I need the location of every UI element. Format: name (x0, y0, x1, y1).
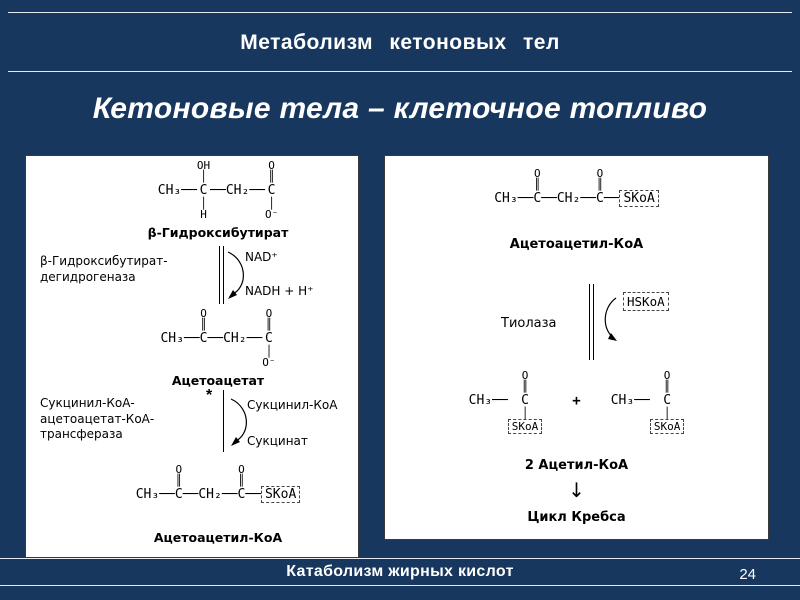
krebs-cycle-label: Цикл Кребса (527, 510, 626, 525)
enzyme-label: β-Гидроксибутират- дегидрогеназа (40, 254, 168, 285)
formula-group: O║C (199, 307, 208, 346)
formula-group: ── (246, 330, 263, 346)
formula-group: SKoA (619, 166, 659, 231)
reaction-dehydrogenase: β-Гидроксибутират- дегидрогеназа NAD⁺ NA… (26, 244, 358, 306)
structure-beta-hydroxybutyrate: CH₃──OH│C│H──CH₂──O║C│O⁻ β-Гидроксибутир… (52, 158, 384, 240)
cofactor-in: Сукцинил-КоА (247, 398, 338, 412)
footer-band: Катаболизм жирных кислот (0, 558, 800, 586)
footnote-star: * (206, 387, 213, 404)
formula-group: ── (210, 182, 226, 198)
cofactor-in: NAD⁺ (245, 250, 278, 264)
formula-group: O║C│O⁻ (262, 307, 276, 369)
reaction-thiolase: Тиолаза HSKoA (385, 284, 768, 366)
enzyme-line: β-Гидроксибутират- (40, 254, 168, 268)
formula-group: O║C (174, 463, 183, 502)
formula-acetyl-coa-1: CH₃──O║C│SKoA (469, 368, 543, 434)
enzyme-line: Сукцинил-КоА- (40, 396, 135, 410)
formula-group: O║C│O⁻ (264, 159, 279, 221)
formula-group: ── (183, 330, 200, 346)
cofactor-box: HSKoA (623, 292, 669, 311)
products-label-row: 2 Ацетил-КоА (385, 456, 768, 474)
formula-group: ── (182, 486, 199, 502)
enzyme-label: Тиолаза (501, 316, 557, 331)
formula-group: ── (634, 392, 650, 408)
page-number: 24 (739, 566, 756, 583)
formula-group: CH₂ (223, 330, 247, 346)
formula-group: CH₃ (157, 182, 182, 198)
formula-group: ── (181, 182, 197, 198)
formula-group: ── (207, 330, 224, 346)
structure-label: Ацетоацетил-КоА (153, 530, 283, 545)
enzyme-line: ацетоацетат-КоА- (40, 411, 155, 426)
formula-group: O║C│SKoA (507, 368, 543, 434)
page-heading: Кетоновые тела – клеточное топливо (92, 92, 708, 125)
formula-group: OH│C│H (196, 159, 211, 221)
left-panel: CH₃──OH│C│H──CH₂──O║C│O⁻ β-Гидроксибутир… (25, 155, 359, 558)
cofactor-out: Сукцинат (247, 434, 308, 448)
structure-label: Ацетоацетат (171, 373, 265, 388)
footer-title: Катаболизм жирных кислот (286, 563, 514, 580)
enzyme-line: трансфераза (40, 427, 123, 442)
formula-group: CH₃ (468, 392, 493, 408)
formula-group: ── (580, 190, 596, 206)
formula-acetoacetate: CH₃──O║C──CH₂──O║C│O⁻ (52, 306, 384, 370)
down-arrow-icon: ↓ (568, 478, 585, 502)
formula-acetoacetyl-coa: CH₃──O║C──CH₂──O║C──SKoA (52, 462, 384, 527)
formula-group: ── (492, 392, 508, 408)
cofactor-arrow-icon (604, 297, 617, 341)
formula-group: ── (517, 190, 534, 206)
slide-title: Метаболизм кетоновых тел (240, 31, 560, 54)
formula-acetyl-coa-2: CH₃──O║C│SKoA (611, 368, 685, 434)
top-divider-line (8, 12, 792, 13)
structure-acetoacetyl-coa: CH₃──O║C──CH₂──O║C──SKoA Ацетоацетил-КоА (385, 166, 768, 252)
structure-acetoacetate: CH₃──O║C──CH₂──O║C│O⁻ Ацетоацетат (52, 306, 384, 388)
formula-group: CH₃ (610, 392, 635, 408)
formula-group: ── (249, 182, 265, 198)
arrow-row: ↓ (385, 480, 768, 502)
formula-group: O║C (237, 463, 246, 502)
reaction-transferase: Сукцинил-КоА- ацетоацетат-КоА- трансфера… (26, 388, 358, 460)
cofactor-arrow-icon (230, 398, 247, 446)
formula-group: CH₂ (556, 190, 581, 206)
formula-group: O║C (595, 167, 604, 206)
formula-group: ── (245, 486, 261, 502)
plus-sign: + (572, 393, 581, 409)
products-row: CH₃──O║C│SKoA + CH₃──O║C│SKoA (385, 368, 768, 434)
cofactor-out: NADH + H⁺ (245, 284, 314, 298)
formula-group: CH₂ (225, 182, 250, 198)
structure-label: Ацетоацетил-КоА (509, 237, 644, 252)
reaction-line (219, 246, 224, 304)
formula-group: CH₂ (198, 486, 222, 502)
enzyme-line: дегидрогеназа (40, 269, 136, 284)
formula-group: ── (159, 486, 175, 502)
formula-group: ── (603, 190, 620, 206)
formula-group: CH₃ (135, 486, 160, 502)
structure-label: β-Гидроксибутират (147, 225, 289, 240)
products-label: 2 Ацетил-КоА (524, 458, 629, 473)
formula-group: O║C (533, 167, 542, 206)
right-panel: CH₃──O║C──CH₂──O║C──SKoA Ацетоацетил-КоА… (384, 155, 769, 540)
formula-group: ── (221, 486, 238, 502)
formula-group: ── (541, 190, 557, 206)
structure-acetoacetyl-coa: CH₃──O║C──CH₂──O║C──SKoA Ацетоацетил-КоА (52, 462, 384, 545)
formula-beta-hydroxybutyrate: CH₃──OH│C│H──CH₂──O║C│O⁻ (52, 158, 384, 222)
formula-acetoacetyl-coa: CH₃──O║C──CH₂──O║C──SKoA (385, 166, 768, 231)
reaction-line (223, 390, 224, 452)
formula-group: SKoA (260, 462, 301, 527)
reaction-line (589, 284, 594, 360)
formula-group: CH₃ (494, 190, 518, 206)
cofactor-arrow-icon (227, 251, 244, 299)
formula-group: O║C│SKoA (649, 368, 685, 434)
title-divider-line (8, 71, 792, 72)
enzyme-label: Сукцинил-КоА- ацетоацетат-КоА- трансфера… (40, 396, 154, 443)
krebs-row: Цикл Кребса (385, 508, 768, 526)
formula-group: CH₃ (160, 330, 184, 346)
